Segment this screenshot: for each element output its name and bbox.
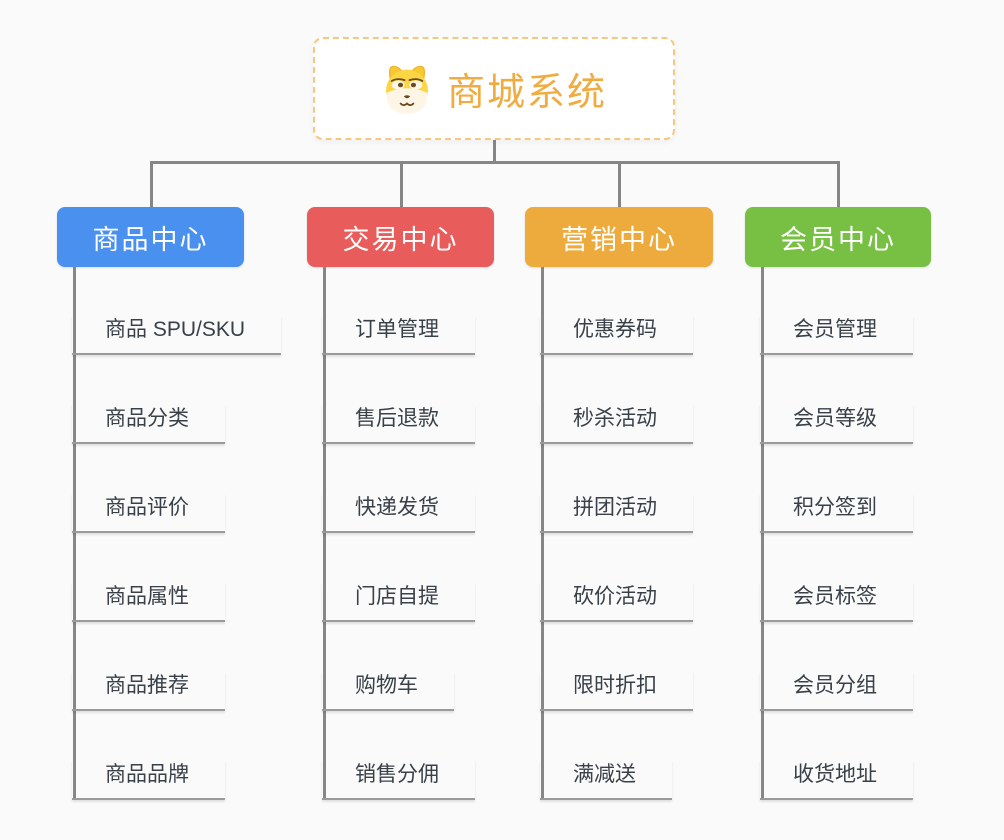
child-item[interactable]: 会员分组 bbox=[760, 671, 913, 711]
connector-root-drop bbox=[493, 140, 496, 161]
branch-label: 商品中心 bbox=[92, 224, 209, 255]
child-item[interactable]: 会员管理 bbox=[760, 315, 913, 355]
child-item[interactable]: 商品品牌 bbox=[72, 760, 225, 800]
child-item[interactable]: 商品评价 bbox=[72, 493, 225, 533]
branch-label: 会员中心 bbox=[780, 224, 896, 255]
child-item[interactable]: 商品分类 bbox=[72, 404, 225, 444]
branch-node-2[interactable]: 交易中心 bbox=[307, 207, 494, 267]
child-item[interactable]: 秒杀活动 bbox=[540, 404, 693, 444]
branch-label: 交易中心 bbox=[342, 224, 459, 255]
connector-rail bbox=[149, 161, 840, 164]
branch-node-1[interactable]: 商品中心 bbox=[57, 207, 244, 267]
branch-node-3[interactable]: 营销中心 bbox=[525, 207, 713, 267]
child-item[interactable]: 门店自提 bbox=[322, 582, 475, 622]
connector-child-spine bbox=[323, 267, 326, 800]
child-item[interactable]: 限时折扣 bbox=[540, 671, 693, 711]
child-item[interactable]: 会员标签 bbox=[760, 582, 913, 622]
child-item[interactable]: 优惠券码 bbox=[540, 315, 693, 355]
child-item[interactable]: 商品属性 bbox=[72, 582, 225, 622]
child-item[interactable]: 商品推荐 bbox=[72, 671, 225, 711]
child-item[interactable]: 拼团活动 bbox=[540, 493, 693, 533]
root-title: 商城系统 bbox=[446, 72, 607, 114]
child-item[interactable]: 售后退款 bbox=[322, 404, 475, 444]
branch-label: 营销中心 bbox=[561, 224, 677, 255]
child-item[interactable]: 会员等级 bbox=[760, 404, 913, 444]
child-item[interactable]: 购物车 bbox=[322, 671, 454, 711]
connector-branch-drop bbox=[618, 161, 621, 207]
child-item[interactable]: 收货地址 bbox=[760, 760, 913, 800]
connector-branch-drop bbox=[837, 161, 840, 207]
child-item[interactable]: 快递发货 bbox=[322, 493, 475, 533]
connector-branch-drop bbox=[149, 161, 153, 207]
child-item[interactable]: 积分签到 bbox=[760, 493, 913, 533]
root-node[interactable]: 商城系统 bbox=[313, 37, 675, 140]
child-item[interactable]: 订单管理 bbox=[322, 315, 475, 355]
child-item[interactable]: 商品 SPU/SKU bbox=[72, 315, 282, 355]
connector-child-spine bbox=[73, 267, 76, 800]
connector-child-spine bbox=[541, 267, 544, 800]
connector-branch-drop bbox=[399, 161, 403, 207]
connector-child-spine bbox=[761, 267, 764, 800]
child-item[interactable]: 满减送 bbox=[540, 760, 672, 800]
child-item[interactable]: 砍价活动 bbox=[540, 582, 693, 622]
branch-node-4[interactable]: 会员中心 bbox=[745, 207, 931, 267]
child-item[interactable]: 销售分佣 bbox=[322, 760, 475, 800]
dog-face-icon bbox=[381, 64, 433, 114]
